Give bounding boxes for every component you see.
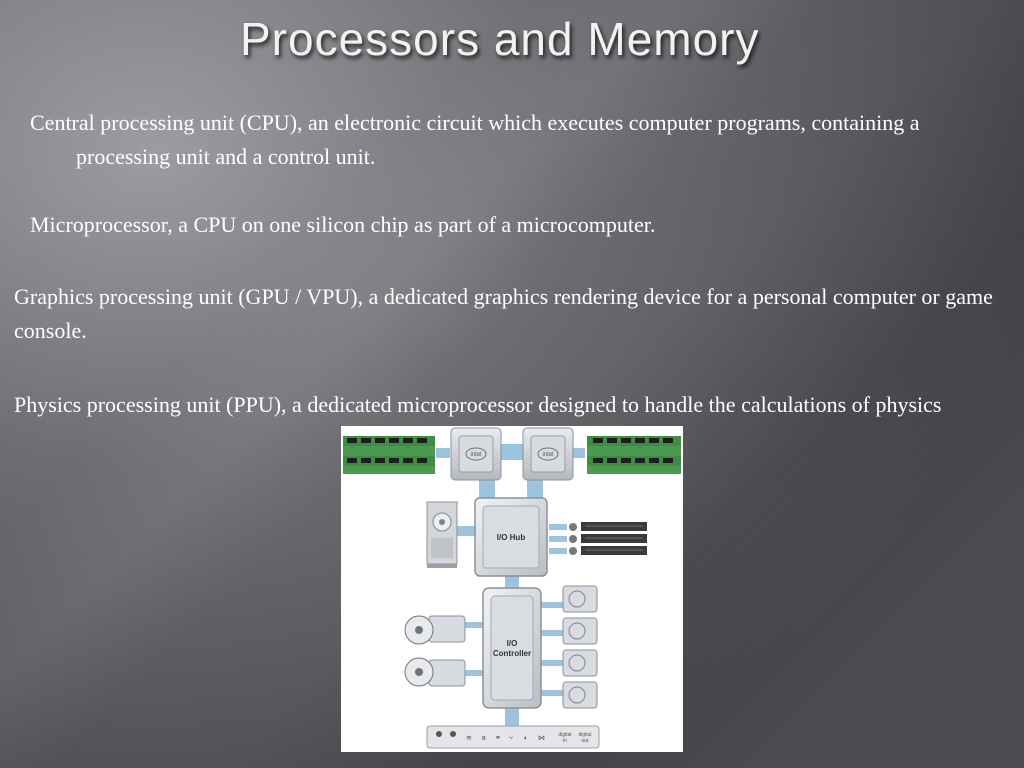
computer-architecture-diagram: intel intel I/O Hub bbox=[341, 426, 683, 752]
svg-text:⑂: ⑂ bbox=[509, 735, 513, 742]
slide-title: Processors and Memory bbox=[240, 13, 760, 65]
port-label-digital-in-1: digital bbox=[558, 732, 571, 738]
io-hub: I/O Hub bbox=[474, 497, 548, 577]
port-label-digital-in-2: in bbox=[563, 738, 567, 744]
svg-text:◖: ◖ bbox=[523, 735, 527, 742]
svg-text:≋: ≋ bbox=[466, 735, 472, 742]
bus-lines bbox=[436, 444, 585, 726]
port-label-digital-out-1: digital bbox=[578, 732, 591, 738]
io-controller: I/O Controller bbox=[482, 587, 542, 709]
cpu-right-label: intel bbox=[542, 452, 553, 458]
svg-text:ʙ: ʙ bbox=[482, 735, 486, 742]
hard-drives bbox=[562, 585, 598, 709]
paragraph-gpu: Graphics processing unit (GPU / VPU), a … bbox=[14, 284, 993, 343]
ram-modules-right bbox=[587, 436, 681, 474]
paragraph-microprocessor: Microprocessor, a CPU on one silicon chi… bbox=[30, 212, 656, 237]
graphics-card bbox=[426, 501, 458, 568]
svg-text:⋈: ⋈ bbox=[538, 735, 545, 742]
paragraph-ppu: Physics processing unit (PPU), a dedicat… bbox=[14, 392, 942, 417]
io-controller-label-2: Controller bbox=[493, 649, 531, 658]
port-strip: ≋ ʙ ⚭ ⑂ ◖ ⋈ digital in digital out bbox=[426, 725, 600, 749]
io-hub-label: I/O Hub bbox=[497, 533, 526, 542]
optical-drive-bottom bbox=[404, 657, 466, 687]
svg-text:⚭: ⚭ bbox=[495, 735, 501, 742]
cpu-left-label: intel bbox=[470, 452, 481, 458]
io-controller-label-1: I/O bbox=[507, 639, 518, 648]
paragraph-cpu: Central processing unit (CPU), an electr… bbox=[30, 110, 920, 169]
ram-modules-left bbox=[343, 436, 435, 474]
cpu-left: intel bbox=[450, 427, 502, 481]
port-label-digital-out-2: out bbox=[582, 738, 590, 744]
expansion-slots bbox=[569, 522, 647, 555]
optical-drive-top bbox=[404, 615, 466, 645]
cpu-right: intel bbox=[522, 427, 574, 481]
